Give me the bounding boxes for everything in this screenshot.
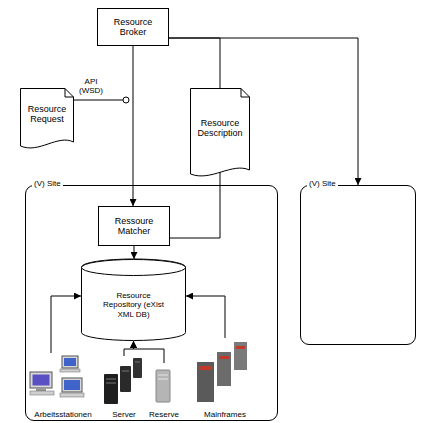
- description-document: Resource Description: [190, 88, 250, 178]
- monitor: [62, 378, 82, 392]
- matcher-box: Ressoure Matcher: [98, 206, 170, 246]
- drive-slot: [106, 379, 116, 380]
- node-text: Resource Broker: [102, 17, 164, 38]
- status-panel: [199, 366, 212, 370]
- document-shape: [191, 89, 250, 176]
- page-fold: [65, 89, 74, 98]
- document-shape: [21, 89, 74, 148]
- keyboard: [60, 369, 80, 372]
- site-heading: (V) Site: [307, 180, 338, 188]
- request-document: Resource Request: [20, 88, 74, 150]
- connector: [133, 46, 134, 206]
- server-icons: [104, 358, 142, 404]
- reserve-icon: [156, 370, 170, 402]
- mainframe-cabinet: [217, 352, 231, 386]
- status-panel: [219, 356, 229, 359]
- connector: [169, 38, 358, 185]
- node-text: Server: [112, 410, 136, 419]
- node-text: Ressoure Matcher: [103, 216, 165, 237]
- server-tower: [120, 366, 131, 392]
- repository-cylinder: Resource Repository (eXist XML DB): [81, 259, 186, 341]
- interface-lollipop: [123, 97, 129, 103]
- mainframe-cabinet: [234, 342, 247, 370]
- reserve-node: Reserve: [147, 363, 181, 419]
- status-panel: [236, 346, 245, 349]
- monitor-stand: [36, 388, 46, 391]
- broker-box: Resource Broker: [97, 8, 169, 46]
- interface-label: API (WSD): [76, 77, 106, 95]
- screen: [33, 375, 50, 386]
- api-interface: [70, 97, 129, 103]
- node-text: Arbeitsstationen: [34, 410, 91, 419]
- connector: [170, 172, 220, 238]
- node-text: Reserve: [149, 410, 179, 419]
- drive-slot: [158, 375, 168, 376]
- drive-slot: [122, 371, 129, 372]
- page-fold: [241, 89, 250, 98]
- keyboard: [30, 391, 54, 395]
- cylinder-top: [82, 260, 186, 276]
- drive-slot: [158, 379, 168, 380]
- drive-slot: [135, 362, 140, 363]
- node-text: Resource Repository (eXist XML DB): [102, 291, 166, 319]
- reserve-tower: [156, 370, 170, 402]
- node-text: Mainframes: [204, 410, 246, 419]
- drive-slot: [106, 383, 116, 384]
- node-text: Resource Request: [25, 104, 69, 125]
- connector: [134, 246, 135, 259]
- connector: [124, 341, 134, 356]
- mainframe-node: Mainframes: [194, 338, 256, 419]
- site-region: (V) Site: [300, 185, 416, 345]
- connector: [169, 38, 220, 88]
- workstation-node: Arbeitsstationen: [29, 353, 97, 419]
- screen: [64, 380, 80, 390]
- site-heading: (V) Site: [32, 180, 63, 188]
- workstation-icons: [30, 356, 84, 397]
- monitor: [62, 356, 78, 368]
- interface-line: [70, 100, 123, 101]
- server-node: Server: [101, 356, 147, 419]
- connector: [51, 296, 81, 353]
- server-tower: [133, 358, 142, 378]
- site-region: Ressoure MatcherResource Repository (eXi…: [25, 185, 278, 421]
- cylinder-body: [82, 259, 186, 341]
- node-text: Resource Description: [195, 118, 245, 139]
- server-tower: [104, 374, 118, 404]
- keyboard: [60, 393, 84, 397]
- mainframe-cabinet: [197, 362, 214, 402]
- mainframe-icons: [197, 342, 247, 402]
- connector: [186, 296, 225, 338]
- screen: [64, 358, 76, 366]
- monitor: [30, 372, 52, 388]
